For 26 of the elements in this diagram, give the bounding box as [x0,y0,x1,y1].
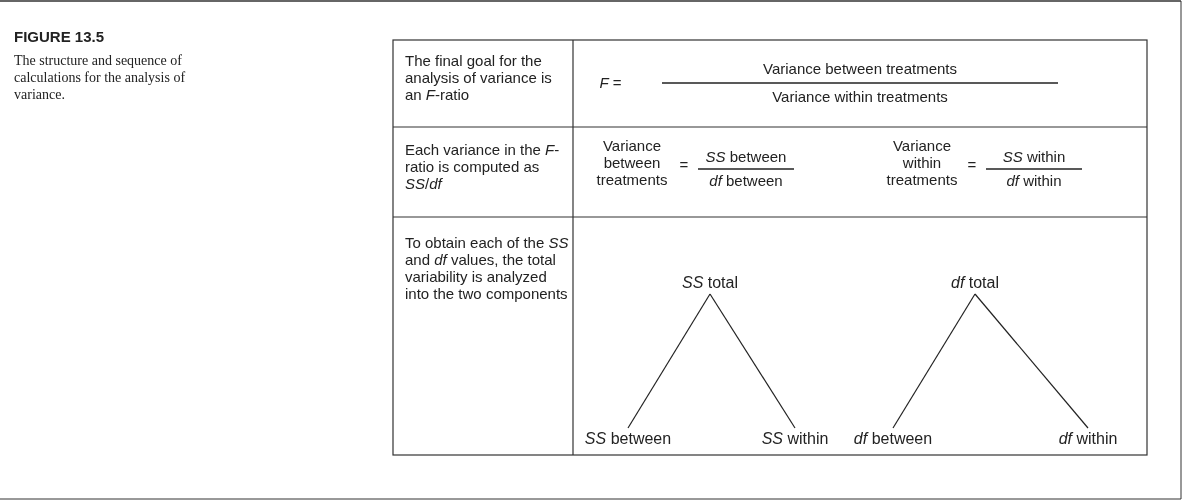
variance-term: Variance between treatments [595,137,669,188]
equals-sign: = [678,156,690,173]
variance-term: Variance within treatments [885,137,959,188]
denominator-text: Variance within treatments [771,88,949,105]
tree-line [709,293,796,429]
figure-caption: The structure and sequence of calculations for the analysis of variance. [14,52,187,103]
numerator-text: Variance between treatments [762,60,958,77]
row-description: To obtain each of the SS and df values, the total variability is analyzed into the two components [405,234,570,302]
numerator-text: SS between [704,148,788,165]
tree-term: df within [1058,430,1118,448]
formula-symbol: F = [598,74,623,91]
row-description: Each variance in the F-ratio is computed as SS/df [405,141,561,192]
tree-term: df total [951,274,999,292]
tree-term: SS between [584,430,672,448]
denominator-text: df between [708,172,784,189]
tree-term: df between [853,430,933,448]
row-description: The final goal for the analysis of variance is an F-ratio [405,52,553,103]
tree-term: SS total [682,274,738,292]
tree-line [974,293,1089,429]
tree-term: SS within [761,430,829,448]
figure-title: FIGURE 13.5 [14,28,105,45]
tree-line [627,293,711,429]
tree-line [892,293,976,429]
equals-sign: = [966,156,978,173]
denominator-text: df within [1005,172,1063,189]
numerator-text: SS within [1001,148,1067,165]
